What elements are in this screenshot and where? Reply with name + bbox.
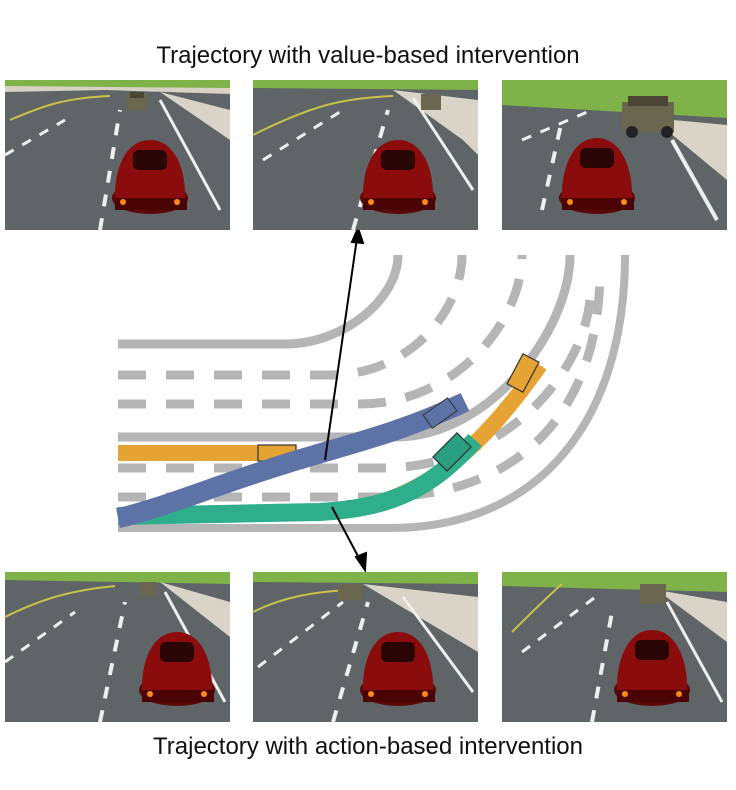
road-scene-icon <box>253 572 478 722</box>
ego-car-icon <box>112 140 188 214</box>
other-car-icon <box>421 94 441 110</box>
green-car-box <box>432 432 472 472</box>
ego-car-icon <box>559 138 635 214</box>
ego-car-icon <box>614 630 690 706</box>
blue-car-box <box>422 397 458 429</box>
value-frame-3 <box>502 80 727 230</box>
road-scene-icon <box>253 80 478 230</box>
road-scene-icon <box>5 80 230 230</box>
other-car-icon <box>622 96 674 138</box>
action-trajectory <box>117 432 482 525</box>
value-frame-2 <box>253 80 478 230</box>
other-car-icon <box>127 92 147 110</box>
lane-divider-3 <box>118 299 595 473</box>
bottom-title: Trajectory with action-based interventio… <box>153 733 583 760</box>
road-scene-icon <box>502 572 727 722</box>
action-frame-2 <box>253 572 478 722</box>
ego-car-icon <box>360 632 436 706</box>
top-title: Trajectory with value-based intervention <box>156 42 580 69</box>
ego-car-icon <box>139 632 215 706</box>
lane-divider-1 <box>118 254 467 380</box>
road-scene-icon <box>5 572 230 722</box>
arrow-icon <box>324 237 358 461</box>
value-trajectory <box>115 392 470 528</box>
other-car-icon <box>140 582 156 596</box>
action-frame-1 <box>5 572 230 722</box>
value-frame-1 <box>5 80 230 230</box>
lane-edge-outer <box>118 254 629 532</box>
arrow-icon <box>331 506 361 561</box>
road-scene-icon <box>502 80 727 230</box>
arrows <box>324 225 368 573</box>
orange-car-box-right <box>506 352 540 394</box>
ego-car-icon <box>360 140 436 214</box>
other-car-icon <box>640 584 666 604</box>
action-frame-3 <box>502 572 727 722</box>
lane-edge-inner <box>118 254 403 349</box>
lane-divider-2 <box>118 254 527 409</box>
other-car-icon <box>338 584 362 600</box>
